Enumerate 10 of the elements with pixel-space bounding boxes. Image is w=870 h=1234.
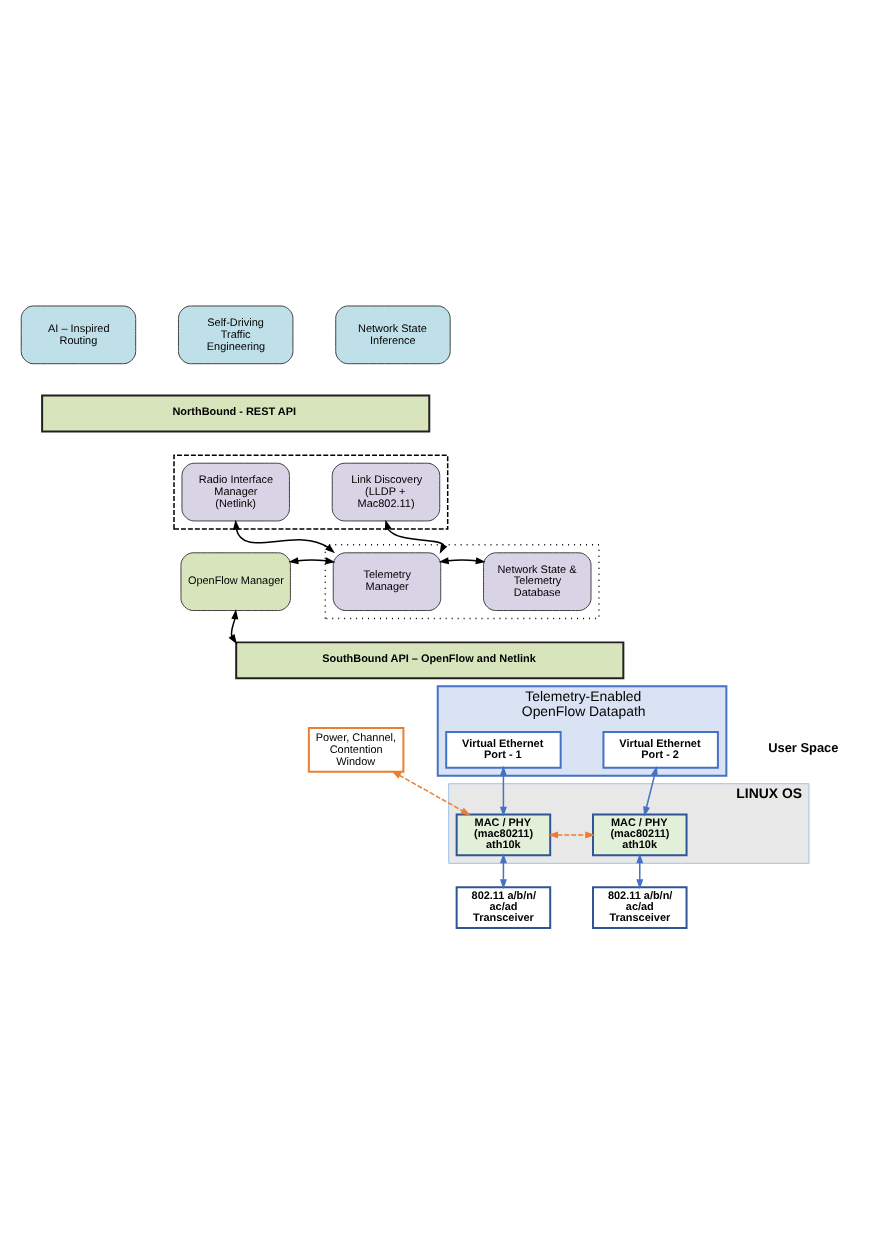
arrow: [548, 831, 596, 839]
arrow: [228, 609, 239, 645]
arrow: [232, 519, 335, 554]
arrow: [636, 853, 644, 890]
arrow: [288, 557, 336, 565]
arrow: [438, 557, 486, 565]
arrow: [643, 765, 658, 817]
arrow: [499, 765, 507, 817]
arrow: [391, 770, 471, 816]
arrow: [384, 519, 448, 554]
